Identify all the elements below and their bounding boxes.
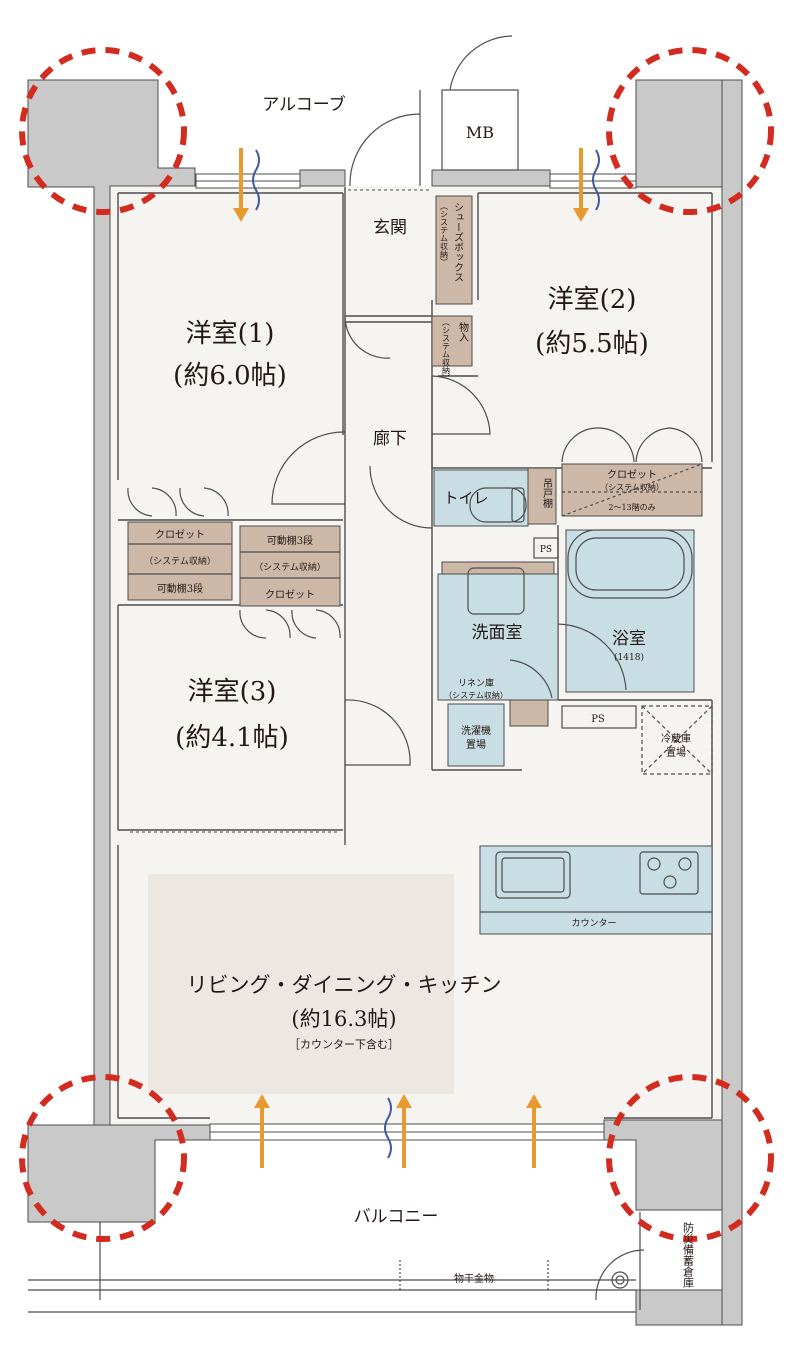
balcony-railing bbox=[28, 1212, 641, 1313]
arrow-room1 bbox=[233, 148, 249, 222]
ldk-size: (約16.3帖) bbox=[291, 1007, 396, 1031]
marker-bottom-right bbox=[606, 1074, 774, 1242]
room1-name: 洋室(1) bbox=[186, 319, 275, 349]
closet3-label: クロゼット bbox=[265, 589, 315, 601]
disaster-storage-label: 防災備蓄倉庫 bbox=[682, 1221, 695, 1289]
fixtures bbox=[128, 463, 713, 913]
bathroom-label: 浴室 bbox=[612, 629, 646, 649]
door-bath bbox=[557, 623, 627, 691]
room3-name: 洋室(3) bbox=[188, 677, 277, 707]
counter-label: カウンター bbox=[571, 918, 616, 929]
stove-icon bbox=[639, 851, 699, 895]
arrow-room2 bbox=[573, 148, 589, 222]
closet2-sub: （システム収納） bbox=[600, 482, 664, 492]
door-mb bbox=[449, 35, 513, 91]
door-storage bbox=[344, 315, 391, 359]
room3-size: (約4.1帖) bbox=[175, 723, 289, 753]
laundry-pole-label: 物干金物 bbox=[454, 1272, 494, 1285]
room2-size: (約5.5帖) bbox=[535, 329, 649, 359]
door-room2 bbox=[431, 375, 491, 435]
ldk-rug bbox=[148, 874, 454, 1094]
marker-top-left bbox=[19, 47, 187, 215]
ps-shaft bbox=[533, 537, 559, 559]
room1-size: (約6.0帖) bbox=[173, 361, 287, 391]
wash-basin-icon bbox=[467, 567, 525, 615]
airflow-arrows bbox=[233, 148, 600, 1168]
closet2-label: クロゼット bbox=[607, 469, 657, 481]
kitchen-sink-icon bbox=[495, 851, 571, 899]
door-storage-room bbox=[595, 1249, 645, 1301]
arrow-ldk-3 bbox=[526, 1094, 542, 1168]
storage-label: 物入 bbox=[457, 321, 469, 342]
hall-label: 廊下 bbox=[373, 429, 407, 449]
closet1-label: クロゼット bbox=[155, 529, 205, 541]
wind-icon-3 bbox=[384, 1097, 392, 1159]
linen-label: リネン庫 bbox=[458, 677, 494, 689]
door-entrance bbox=[349, 113, 421, 187]
door-toilet bbox=[369, 465, 433, 529]
wind-icon-2 bbox=[592, 149, 600, 211]
marker-bottom-left bbox=[19, 1074, 187, 1242]
washer-label-1: 洗濯機 bbox=[461, 724, 491, 737]
closet2-note: 2～13階のみ bbox=[608, 502, 655, 512]
washroom-label: 洗面室 bbox=[472, 623, 523, 643]
water-rooms bbox=[433, 469, 713, 935]
upper-cabinet-label: 吊戸棚 bbox=[541, 478, 553, 509]
alcove-label: アルコーブ bbox=[262, 94, 345, 115]
door-room3 bbox=[344, 699, 411, 766]
arrow-ldk-2 bbox=[396, 1094, 412, 1168]
door-washroom bbox=[509, 659, 553, 699]
ps-label-2: PS bbox=[591, 714, 605, 725]
shoebox-label: シューズボックス bbox=[452, 202, 464, 282]
balcony-label: バルコニー bbox=[354, 1207, 439, 1227]
marker-top-right bbox=[606, 47, 774, 215]
mb-label: MB bbox=[466, 123, 494, 142]
closet1-shelf: 可動棚3段 bbox=[157, 582, 203, 595]
closet3-shelf: 可動棚3段 bbox=[267, 534, 313, 547]
room2-name: 洋室(2) bbox=[548, 285, 637, 315]
wind-icon-1 bbox=[252, 149, 260, 211]
toilet-label: トイレ bbox=[443, 489, 488, 507]
entrance-label: 玄関 bbox=[373, 218, 407, 238]
ldk-note: ［カウンター下含む］ bbox=[289, 1037, 399, 1051]
bathtub-icon bbox=[567, 529, 693, 599]
shoebox-sub: （システム収納） bbox=[440, 202, 449, 266]
fridge-label-2: 置場 bbox=[666, 746, 686, 759]
door-room1 bbox=[271, 431, 346, 505]
corner-markers bbox=[19, 47, 774, 1242]
arrow-ldk-1 bbox=[254, 1094, 270, 1168]
closet3-sub: （システム収納） bbox=[254, 561, 326, 573]
bath-size: (1418) bbox=[614, 652, 644, 663]
toilet-icon bbox=[469, 487, 527, 523]
fridge-space bbox=[641, 705, 713, 775]
fridge-label-1: 冷蔵庫 bbox=[661, 732, 691, 745]
ps-label: PS bbox=[540, 545, 552, 555]
storage-sub: （システム収納） bbox=[442, 318, 451, 382]
closet1-sub: （システム収納） bbox=[144, 555, 216, 567]
linen-sub: （システム収納） bbox=[444, 690, 508, 700]
ldk-name: リビング・ダイニング・キッチン bbox=[187, 973, 502, 997]
washer-label-2: 置場 bbox=[466, 738, 486, 751]
ps-shaft-2 bbox=[561, 705, 637, 729]
